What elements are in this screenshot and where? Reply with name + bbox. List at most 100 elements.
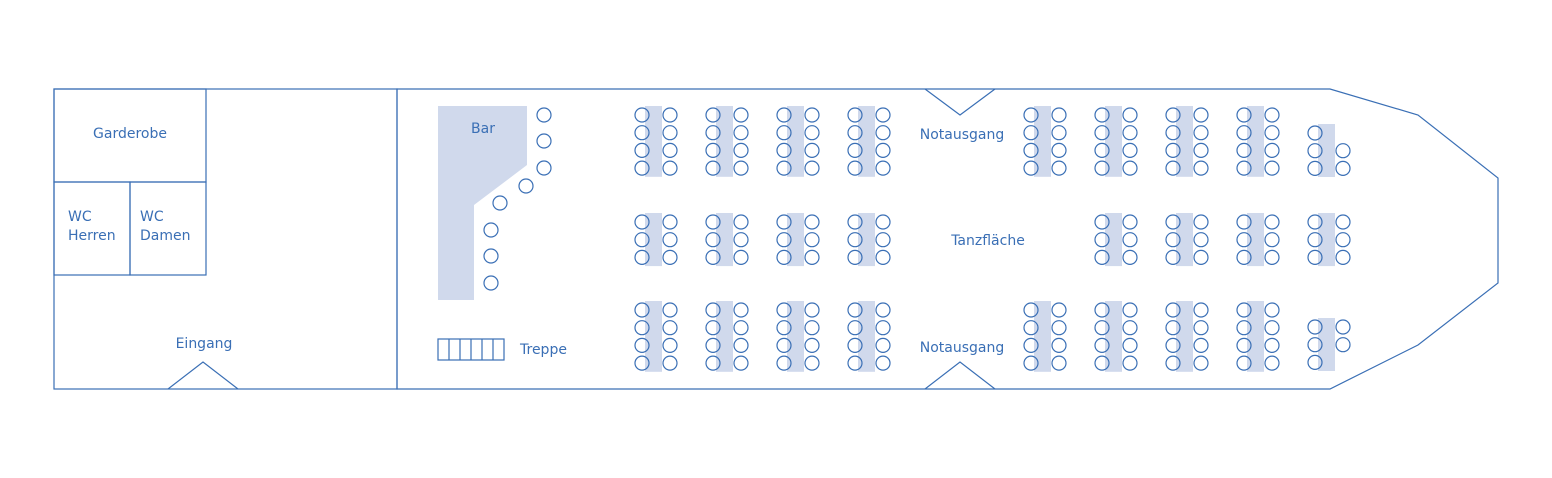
seat xyxy=(875,337,891,353)
table xyxy=(858,213,875,267)
seat xyxy=(847,320,863,336)
seat xyxy=(1094,355,1110,371)
table-group xyxy=(1307,318,1351,371)
seat xyxy=(875,232,891,248)
seat xyxy=(776,337,792,353)
seat xyxy=(776,249,792,265)
seat xyxy=(1094,337,1110,353)
seat xyxy=(1307,354,1323,370)
main-hall-outline xyxy=(396,88,1499,390)
seat xyxy=(733,160,749,176)
seat xyxy=(804,320,820,336)
seat xyxy=(776,214,792,230)
table xyxy=(1034,301,1051,372)
seat xyxy=(847,249,863,265)
table xyxy=(1318,318,1335,371)
seat xyxy=(1193,232,1209,248)
seat xyxy=(1193,337,1209,353)
seat xyxy=(662,249,678,265)
seat xyxy=(1122,142,1138,158)
seat xyxy=(705,142,721,158)
seat xyxy=(804,107,820,123)
seat xyxy=(1023,160,1039,176)
seat xyxy=(705,355,721,371)
seat xyxy=(634,337,650,353)
table-group xyxy=(1094,301,1138,372)
notausgang-bottom-marker xyxy=(924,361,996,390)
seat xyxy=(1264,214,1280,230)
seat xyxy=(1335,214,1351,230)
seat xyxy=(1094,160,1110,176)
table xyxy=(716,301,733,372)
seat xyxy=(705,249,721,265)
seat xyxy=(1193,302,1209,318)
seat xyxy=(1264,320,1280,336)
seat xyxy=(634,125,650,141)
bar-stool xyxy=(483,222,499,238)
seat xyxy=(733,142,749,158)
seat xyxy=(1094,249,1110,265)
table xyxy=(1247,106,1264,177)
seat xyxy=(1023,355,1039,371)
seat xyxy=(875,302,891,318)
seat xyxy=(1122,107,1138,123)
seat xyxy=(662,142,678,158)
seat xyxy=(1335,337,1351,353)
table xyxy=(645,106,662,177)
seat xyxy=(776,107,792,123)
seat xyxy=(1193,320,1209,336)
table xyxy=(716,213,733,267)
seat xyxy=(804,125,820,141)
seat xyxy=(1094,142,1110,158)
seat xyxy=(1335,232,1351,248)
table-group xyxy=(1094,213,1138,267)
seat xyxy=(776,142,792,158)
seat xyxy=(1236,214,1252,230)
seat xyxy=(662,355,678,371)
seat xyxy=(776,302,792,318)
seat xyxy=(634,232,650,248)
seat xyxy=(1122,125,1138,141)
table-group xyxy=(634,213,678,267)
table xyxy=(1176,301,1193,372)
table-group xyxy=(1165,213,1209,267)
seat xyxy=(662,214,678,230)
seat xyxy=(1307,232,1323,248)
seat xyxy=(1335,160,1351,176)
notausgang-top-marker xyxy=(924,88,996,116)
seat xyxy=(705,302,721,318)
seat xyxy=(1307,160,1323,176)
seat xyxy=(1122,355,1138,371)
table-group xyxy=(1023,301,1067,372)
seat xyxy=(1236,249,1252,265)
table-group xyxy=(1236,213,1280,267)
seat xyxy=(733,320,749,336)
table-group xyxy=(705,213,749,267)
seat xyxy=(733,232,749,248)
bar-stool xyxy=(518,178,534,194)
seat xyxy=(804,302,820,318)
seat xyxy=(733,249,749,265)
seat xyxy=(705,160,721,176)
seat xyxy=(1193,160,1209,176)
seat xyxy=(1165,249,1181,265)
seat xyxy=(1236,355,1252,371)
table xyxy=(1176,213,1193,267)
seat xyxy=(634,214,650,230)
seat xyxy=(1094,320,1110,336)
seat xyxy=(776,232,792,248)
seat xyxy=(634,355,650,371)
table xyxy=(1318,213,1335,267)
seat xyxy=(1094,107,1110,123)
seat xyxy=(662,232,678,248)
seat xyxy=(804,355,820,371)
seat xyxy=(1094,125,1110,141)
seat xyxy=(1193,214,1209,230)
seat xyxy=(733,355,749,371)
seat xyxy=(1165,337,1181,353)
seat xyxy=(847,337,863,353)
seat xyxy=(1307,319,1323,335)
seat xyxy=(1236,232,1252,248)
table-group xyxy=(1165,106,1209,177)
table-group xyxy=(776,301,820,372)
